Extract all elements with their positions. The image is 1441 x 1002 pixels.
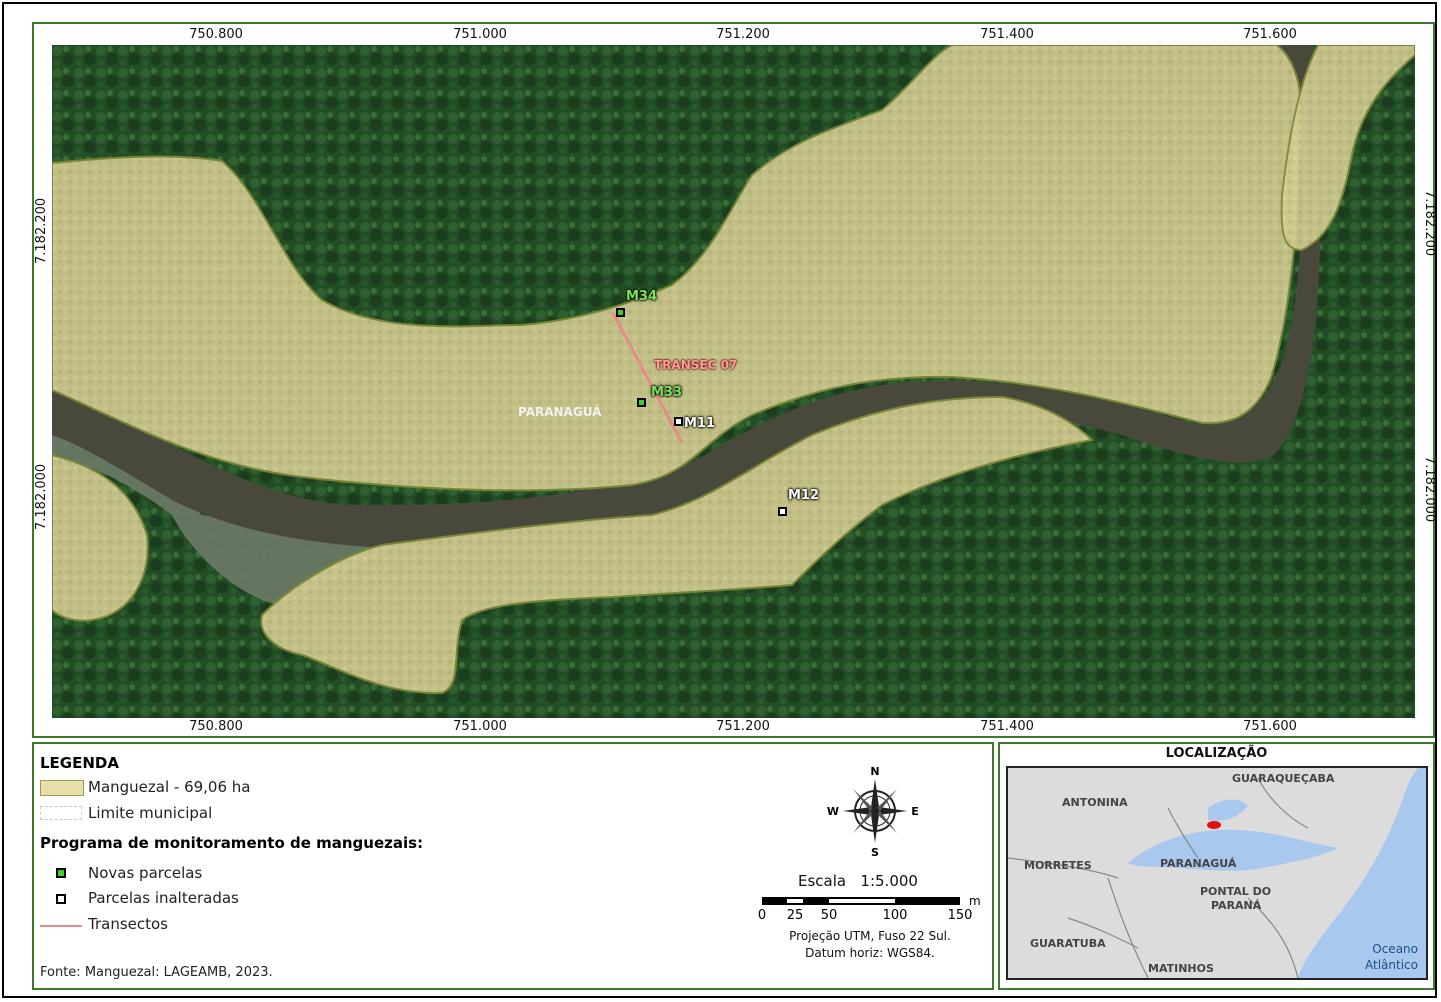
plot-label-m12: M12 — [788, 488, 820, 503]
scale-tick: 150 — [948, 908, 973, 923]
mangrove-area-west[interactable] — [52, 453, 149, 622]
paranagua-bay — [1128, 829, 1338, 871]
mangrove-area-south[interactable] — [260, 395, 1095, 695]
guaraqueçaba-bay — [1208, 799, 1248, 821]
compass-s: S — [871, 846, 879, 859]
legend-program-title: Programa de monitoramento de manguezais: — [40, 834, 424, 852]
scale-tick: 50 — [821, 908, 838, 923]
inset-label-pontal-1: PONTAL DO — [1200, 885, 1272, 898]
compass-w: W — [827, 805, 839, 818]
x-tick-top: 751.200 — [716, 27, 770, 42]
map-canvas — [52, 45, 1415, 718]
x-tick-bottom: 751.400 — [980, 719, 1034, 734]
x-tick-top: 751.000 — [453, 27, 507, 42]
x-tick-top: 750.800 — [189, 27, 243, 42]
datum-text: Datum horiz: WGS84. — [805, 946, 935, 960]
inset-label-guaratuba: GUARATUBA — [1030, 937, 1106, 950]
legend-icon-inalteradas — [56, 894, 66, 904]
scale-tick: 25 — [787, 908, 804, 923]
y-tick-right: 7.182.200 — [1422, 190, 1437, 257]
legend-swatch-manguezal — [40, 780, 84, 796]
scale-unit: m — [969, 894, 981, 908]
inset-label-guaraquecaba: GUARAQUEÇABA — [1232, 772, 1335, 785]
plot-marker-m12[interactable] — [778, 507, 787, 516]
x-tick-bottom: 751.600 — [1243, 719, 1297, 734]
inset-label-antonina: ANTONINA — [1062, 796, 1128, 809]
y-tick-right: 7.182.000 — [1422, 456, 1437, 523]
scale-tick: 0 — [758, 908, 766, 923]
legend-novas: Novas parcelas — [88, 864, 203, 882]
ocean — [1298, 768, 1426, 978]
x-tick-top: 751.600 — [1243, 27, 1297, 42]
legend-swatch-limite — [40, 806, 82, 820]
plot-label-m34: M34 — [626, 289, 658, 304]
satellite-map[interactable]: M34 M33 M11 M12 TRANSEC 07 PARANAGUÁ — [52, 45, 1415, 718]
inset-canvas — [1008, 768, 1426, 978]
inset-label-paranagua: PARANAGUÁ — [1160, 857, 1237, 870]
projection-text: Projeção UTM, Fuso 22 Sul. — [789, 929, 951, 943]
inset-title: LOCALIZAÇÃO — [1165, 746, 1268, 761]
scale-word: Escala — [798, 872, 847, 890]
source-note: Fonte: Manguezal: LAGEAMB, 2023. — [40, 965, 273, 980]
x-tick-bottom: 750.800 — [189, 719, 243, 734]
transect-line[interactable] — [611, 312, 684, 444]
legend-icon-novas — [56, 868, 66, 878]
legend-transectos: Transectos — [88, 915, 168, 933]
compass-n: N — [870, 765, 879, 778]
projection-note: Projeção UTM, Fuso 22 Sul. Datum horiz: … — [760, 928, 980, 962]
municipality-label: PARANAGUÁ — [518, 405, 602, 419]
mangrove-area-east[interactable] — [1280, 45, 1415, 252]
legend-manguezal: Manguezal - 69,06 ha — [88, 778, 251, 796]
mudflat — [52, 425, 432, 605]
plot-marker-m33[interactable] — [637, 398, 646, 407]
municipal-boundaries — [1008, 777, 1309, 978]
legend-title: LEGENDA — [40, 754, 119, 772]
compass-e: E — [911, 805, 919, 818]
river — [52, 45, 1324, 552]
plot-label-m11: M11 — [684, 416, 716, 431]
compass-rose-icon: N S W E — [827, 765, 919, 859]
inset-label-pontal-2: PARANÁ — [1211, 899, 1262, 912]
location-inset-map[interactable]: GUARAQUEÇABA ANTONINA MORRETES PARANAGUÁ… — [1006, 766, 1428, 980]
scale-tick: 100 — [883, 908, 908, 923]
legend-panel — [32, 742, 994, 990]
transect-label: TRANSEC 07 — [654, 358, 738, 372]
x-tick-bottom: 751.000 — [453, 719, 507, 734]
inset-label-oceano: Oceano — [1372, 942, 1418, 956]
scale-bar: m 0 25 50 100 150 — [758, 894, 981, 923]
inset-label-matinhos: MATINHOS — [1148, 962, 1214, 975]
scale-ratio: 1:5.000 — [860, 872, 918, 890]
plot-marker-m11[interactable] — [674, 417, 683, 426]
legend-limite: Limite municipal — [88, 804, 213, 822]
x-tick-bottom: 751.200 — [716, 719, 770, 734]
y-tick-left: 7.182.200 — [34, 197, 49, 264]
plot-label-m33: M33 — [651, 385, 683, 400]
scale-label: Escala 1:5.000 — [798, 872, 918, 890]
legend-icon-transectos — [40, 925, 82, 927]
plot-marker-m34[interactable] — [616, 308, 625, 317]
study-area-marker[interactable] — [1207, 821, 1221, 829]
y-tick-left: 7.182.000 — [34, 463, 49, 530]
x-tick-top: 751.400 — [980, 27, 1034, 42]
inset-label-atlantico: Atlântico — [1365, 958, 1418, 972]
inset-label-morretes: MORRETES — [1024, 859, 1092, 872]
legend-inalteradas: Parcelas inalteradas — [88, 889, 239, 907]
